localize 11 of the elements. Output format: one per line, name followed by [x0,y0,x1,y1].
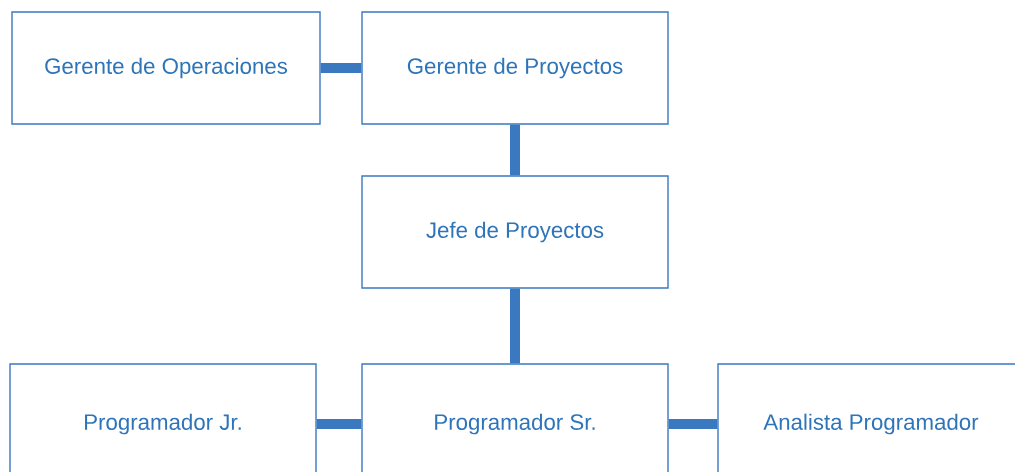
connector-line [510,124,520,176]
connector-line [320,63,362,73]
role-box: Gerente de Operaciones [11,11,321,125]
role-box: Programador Sr. [361,363,669,472]
role-box: Jefe de Proyectos [361,175,669,289]
role-box: Programador Jr. [9,363,317,472]
connector-line [316,419,362,429]
connector-line [668,419,718,429]
role-box: Analista Programador [717,363,1015,472]
connector-line [510,288,520,364]
role-box: Gerente de Proyectos [361,11,669,125]
